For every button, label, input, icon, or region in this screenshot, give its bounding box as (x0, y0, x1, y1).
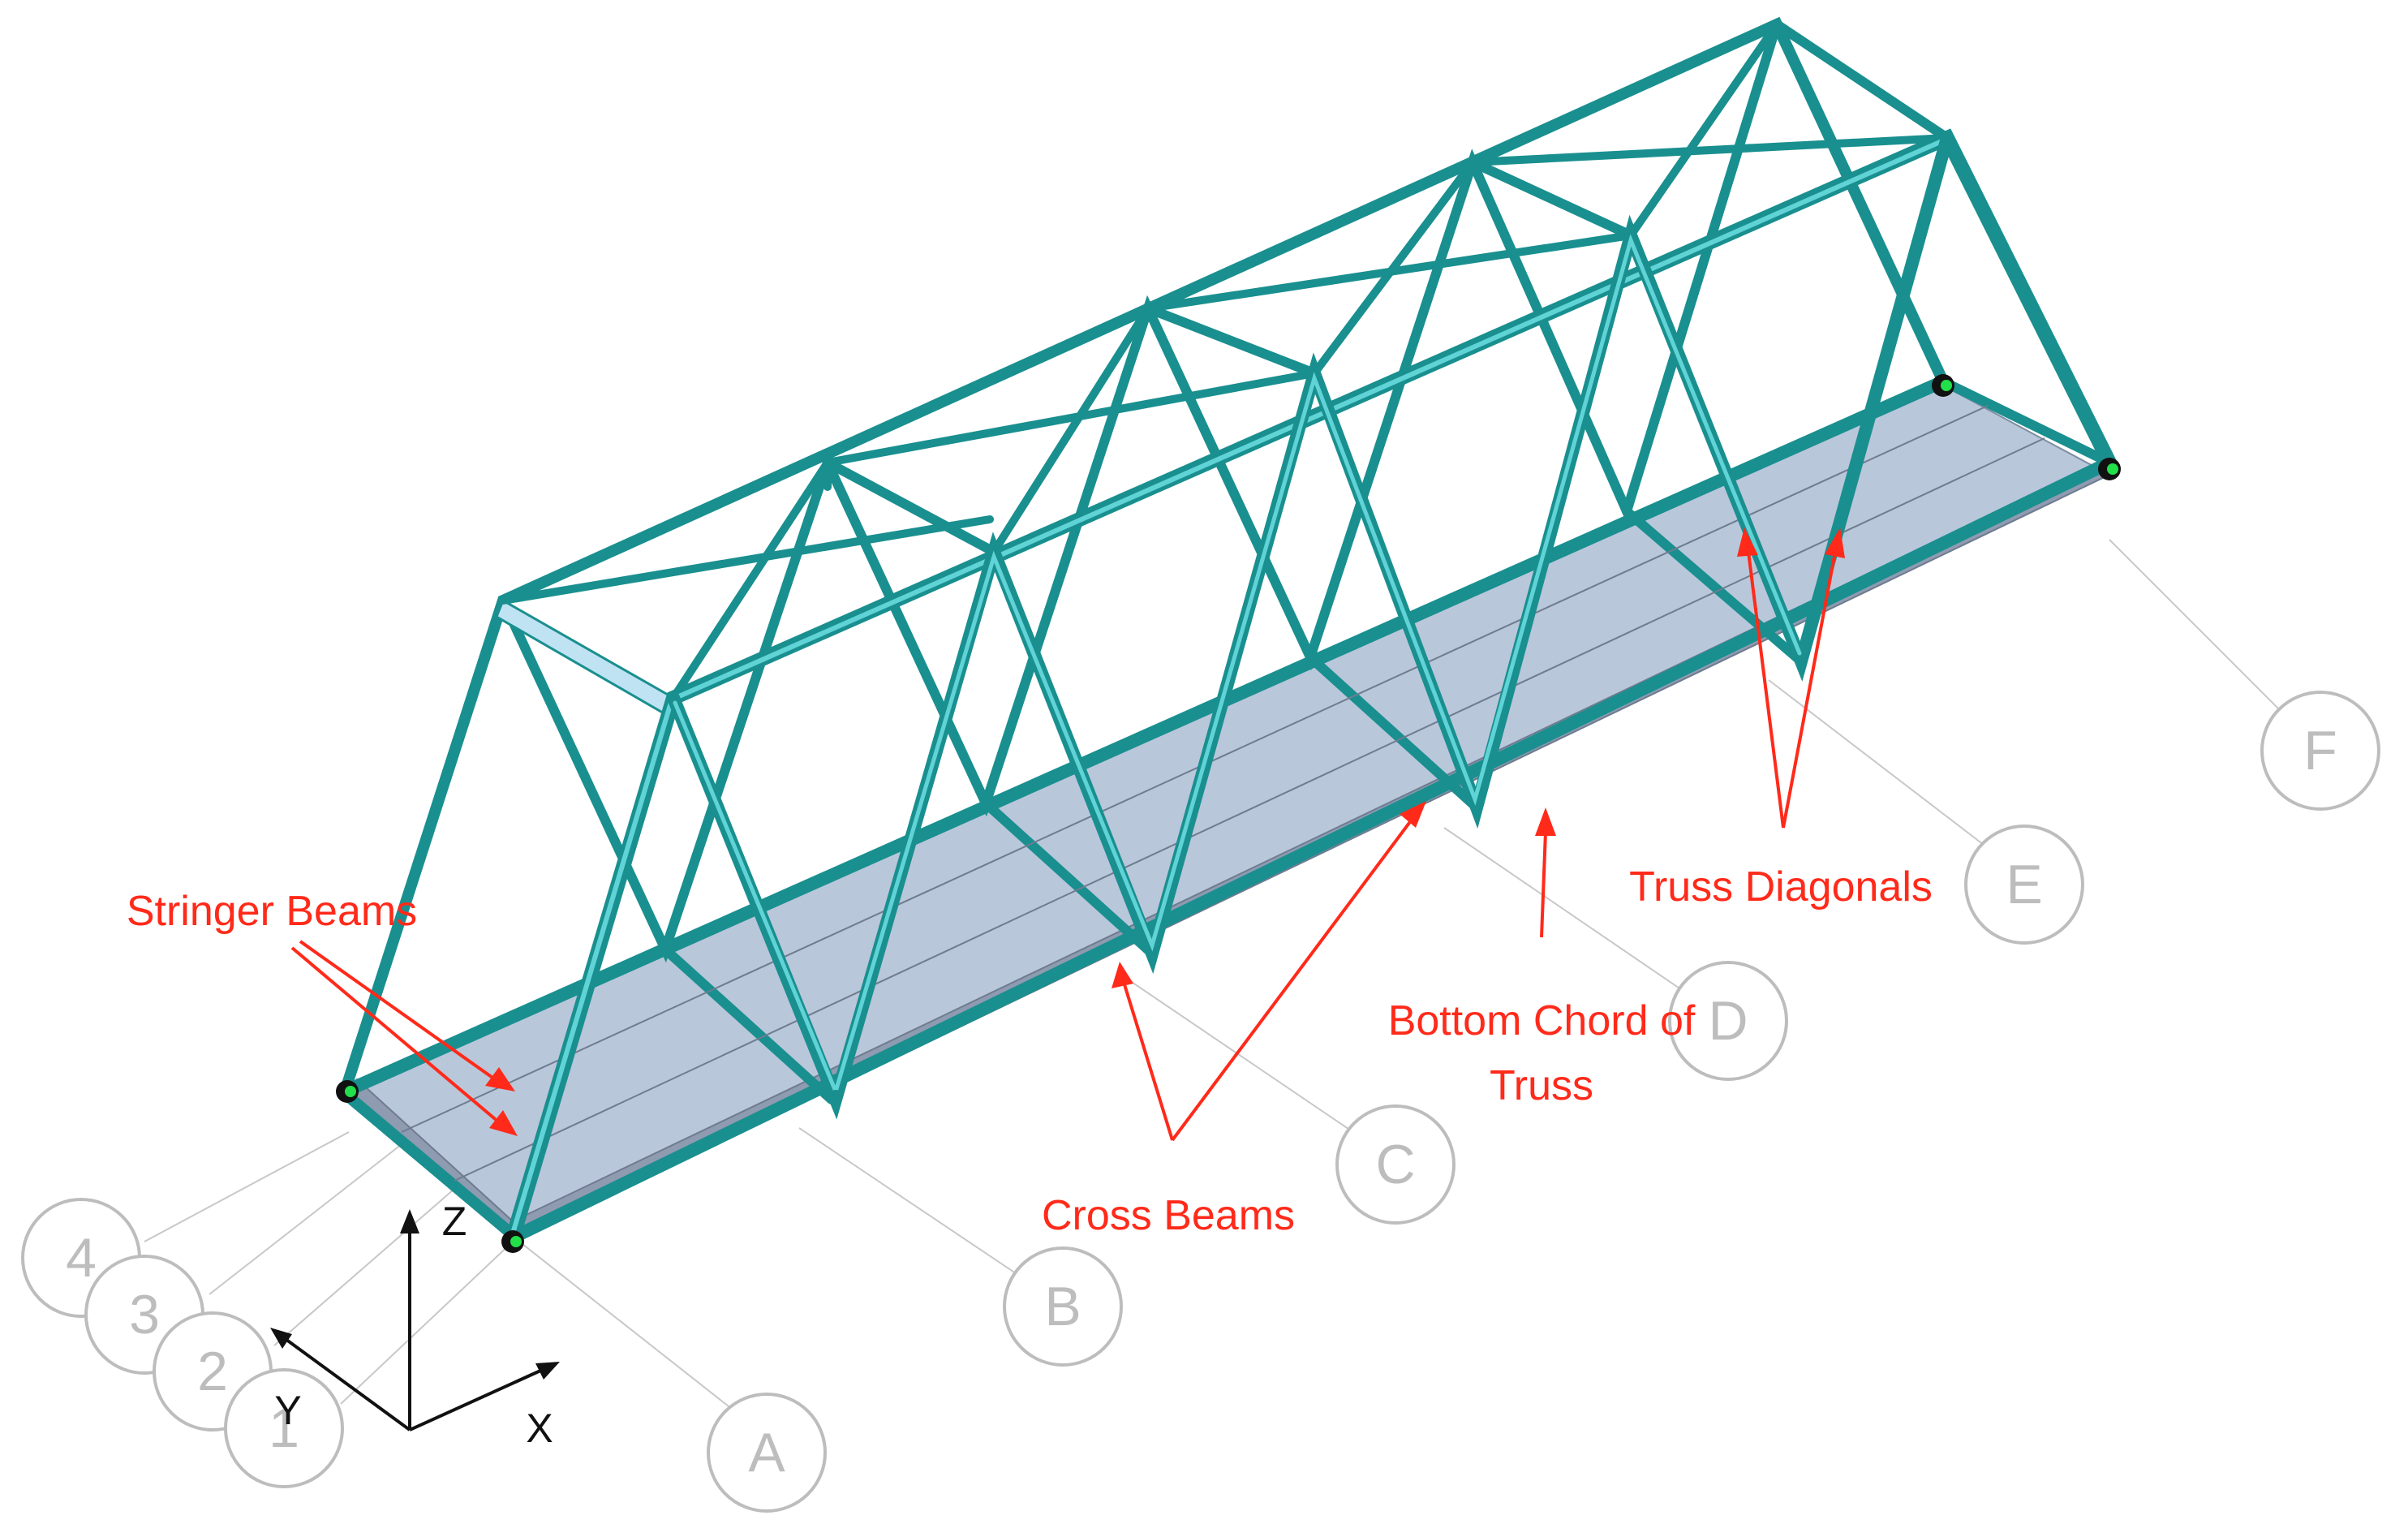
svg-text:B: B (1044, 1276, 1081, 1337)
grid-bubble-f: F (2260, 691, 2380, 811)
cross-beams-group (342, 377, 2114, 1239)
grid-lines-y (144, 1131, 514, 1405)
svg-text:E: E (2006, 854, 2042, 915)
svg-text:3: 3 (129, 1284, 160, 1345)
axis-x-label: X (526, 1406, 553, 1451)
truss-diagonals-label: Truss Diagonals (1629, 863, 1933, 911)
grid-bubble-a: A (707, 1393, 827, 1513)
support-nodes (336, 374, 2121, 1253)
stringer-beams-label: Stringer Beams (127, 888, 417, 935)
near-truss (505, 128, 2117, 1245)
svg-text:C: C (1375, 1134, 1415, 1195)
annotations: Stringer Beams Cross Beams Bottom Chord … (127, 527, 1933, 1239)
svg-text:4: 4 (66, 1227, 97, 1289)
deck (338, 375, 2116, 1244)
cross-beams-label: Cross Beams (1042, 1192, 1295, 1239)
stringer-beams-group (401, 405, 2045, 1182)
bottom-chord-label-line1: Bottom Chord of (1388, 997, 1696, 1044)
grid-bubble-e: E (1964, 824, 2084, 945)
svg-text:F: F (2303, 720, 2337, 781)
grid-bubble-d: D (1668, 961, 1788, 1081)
svg-text:2: 2 (197, 1341, 228, 1402)
grid-lines-x (510, 539, 2321, 1437)
svg-text:1: 1 (269, 1397, 299, 1459)
coordinate-axes: Z X Y (270, 1199, 560, 1451)
svg-text:D: D (1708, 990, 1748, 1052)
bottom-chord-label-line2: Truss (1490, 1062, 1593, 1109)
axis-y-label: Y (274, 1388, 301, 1433)
grid-bubbles: A B C D E F 4 3 2 1 (21, 691, 2380, 1513)
grid-bubble-1: 1 (224, 1368, 344, 1488)
grid-bubble-b: B (1003, 1246, 1123, 1367)
axis-z-label: Z (442, 1199, 467, 1244)
svg-text:A: A (748, 1422, 785, 1483)
grid-bubble-c: C (1335, 1104, 1456, 1225)
